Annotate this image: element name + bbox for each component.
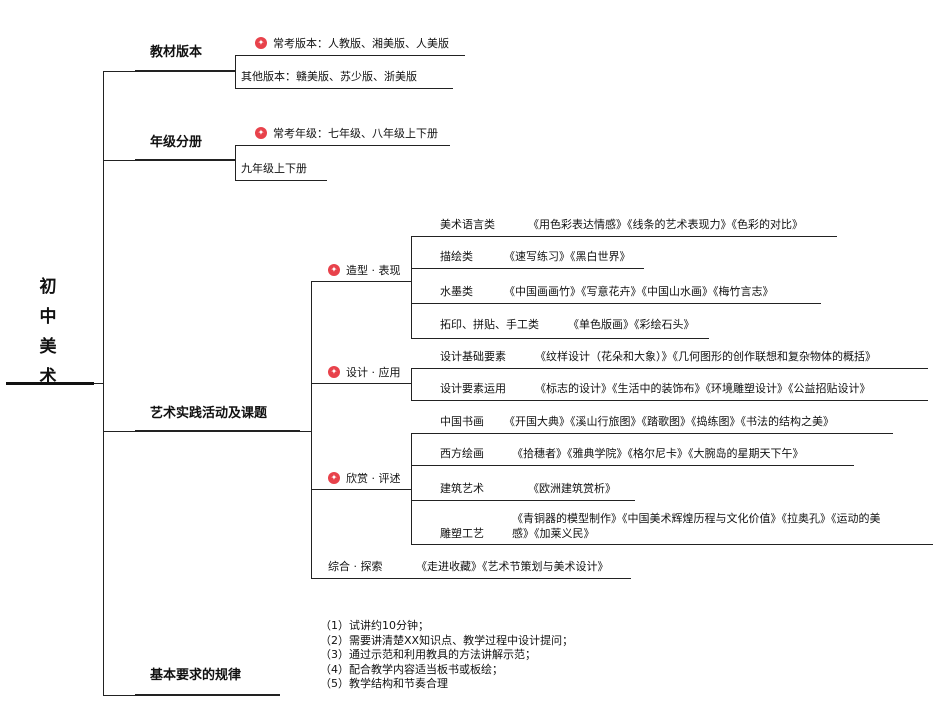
branch-practice-title: 艺术实践活动及课题 (150, 406, 268, 421)
shaping-item-1-line (411, 236, 837, 237)
main-spine (103, 71, 104, 695)
root-connector (94, 383, 104, 384)
grade-other-text: 九年级上下册 (241, 162, 307, 175)
branch-practice-connector (103, 431, 135, 432)
shaping-item-4-label: 拓印、拼贴、手工类 (440, 318, 539, 331)
requirement-item: （4）配合教学内容适当板书或板绘； (320, 662, 503, 676)
design-item-1-line (411, 368, 928, 369)
appreciation-fork (411, 433, 412, 544)
appreciation-item-2-label: 西方绘画 (440, 447, 484, 460)
branch-textbook-connector (103, 71, 135, 72)
appreciation-item-3-content: 《欧洲建筑赏析》 (528, 482, 616, 495)
appreciation-item-4-content-line2: 感》《加莱义民》 (512, 527, 595, 540)
shaping-item-4-content: 《单色版画》《彩绘石头》 (568, 318, 695, 331)
star-badge-icon: ✦ (328, 472, 340, 484)
root-char-2: 中 (39, 307, 57, 327)
shaping-item-2-content: 《速写练习》《黑白世界》 (504, 250, 631, 263)
branch-requirements-title: 基本要求的规律 (150, 668, 242, 683)
branch-textbook-fork (235, 55, 236, 88)
shaping-item-3-label: 水墨类 (440, 285, 473, 298)
branch-requirements-underline (135, 694, 280, 696)
grade-common-line (235, 145, 450, 146)
shaping-item-1-content: 《用色彩表达情感》《线条的艺术表现力》《色彩的对比》 (528, 218, 803, 231)
design-fork (411, 368, 412, 400)
appreciation-item-4-content: 《青铜器的模型制作》《中国美术辉煌历程与文化价值》《拉奥孔》《运动的美 (512, 512, 881, 525)
shaping-item-2-label: 描绘类 (440, 250, 473, 263)
shaping-line (311, 281, 411, 282)
requirement-item: （1）试讲约10分钟； (320, 619, 429, 632)
design-item-2-label: 设计要素运用 (440, 382, 506, 395)
shaping-title: 造型 · 表现 (346, 264, 401, 277)
comprehensive-content: 《走进收藏》《艺术节策划与美术设计》 (416, 560, 609, 573)
comprehensive-title: 综合 · 探索 (328, 560, 383, 573)
root-underline (6, 382, 94, 385)
appreciation-item-1-label: 中国书画 (440, 415, 484, 428)
root-char-1: 初 (39, 277, 57, 297)
appreciation-item-3-label: 建筑艺术 (440, 482, 484, 495)
design-item-2-line (411, 400, 928, 401)
branch-practice-fork (311, 281, 312, 578)
star-badge-icon: ✦ (255, 127, 267, 139)
appreciation-item-1-line (411, 433, 893, 434)
textbook-other-line (235, 88, 453, 89)
requirement-item: （3）通过示范和利用教具的方法讲解示范； (320, 648, 536, 661)
star-badge-icon: ✦ (328, 264, 340, 276)
branch-grade-connector (103, 160, 135, 161)
appreciation-item-1-content: 《开国大典》《溪山行旅图》《踏歌图》《捣练图》《书法的结构之美》 (504, 415, 834, 428)
appreciation-item-2-content: 《拾穗者》《雅典学院》《格尔尼卡》《大腕岛的星期天下午》 (512, 447, 804, 460)
textbook-other-text: 其他版本：赣美版、苏少版、浙美版 (241, 70, 417, 83)
design-item-1-label: 设计基础要素 (440, 350, 506, 363)
design-line (311, 383, 411, 384)
star-badge-icon: ✦ (255, 37, 267, 49)
branch-practice-underline (135, 430, 300, 432)
shaping-item-4-line (411, 338, 709, 339)
appreciation-item-3-line (411, 500, 635, 501)
appreciation-item-4-label: 雕塑工艺 (440, 527, 484, 540)
design-item-2-content: 《标志的设计》《生活中的装饰布》《环境雕塑设计》《公益招贴设计》 (535, 382, 871, 395)
branch-textbook-title: 教材版本 (150, 45, 203, 60)
appreciation-title: 欣赏 · 评述 (346, 472, 401, 485)
appreciation-item-4-line (411, 544, 933, 545)
branch-requirements-connector (103, 695, 135, 696)
requirement-item: （5）教学结构和节奏合理 (320, 677, 448, 690)
requirements-list: （1）试讲约10分钟； （2）需要讲清楚XX知识点、教学过程中设计提问； （3）… (320, 619, 573, 692)
practice-connector (300, 431, 311, 432)
appreciation-item-2-line (411, 465, 854, 466)
root-char-4: 术 (39, 367, 57, 387)
shaping-fork (411, 236, 412, 338)
shaping-item-1-label: 美术语言类 (440, 218, 495, 231)
textbook-common-line (235, 55, 465, 56)
branch-grade-title: 年级分册 (150, 135, 203, 150)
branch-textbook-underline (135, 70, 235, 72)
shaping-item-3-content: 《中国画画竹》《写意花卉》《中国山水画》《梅竹言志》 (504, 285, 774, 298)
star-badge-icon: ✦ (328, 366, 340, 378)
design-item-1-content: 《纹样设计（花朵和大象）》《几何图形的创作联想和复杂物体的概括》 (535, 350, 876, 363)
shaping-item-2-line (411, 268, 644, 269)
appreciation-line (311, 489, 411, 490)
grade-other-line (235, 180, 327, 181)
comprehensive-line (311, 578, 631, 579)
shaping-item-3-line (411, 303, 821, 304)
branch-grade-fork (235, 145, 236, 180)
requirement-item: （2）需要讲清楚XX知识点、教学过程中设计提问； (320, 633, 574, 647)
root-node: 初 中 美 术 (36, 272, 66, 392)
branch-grade-underline (135, 159, 235, 161)
design-title: 设计 · 应用 (346, 366, 401, 379)
grade-common-text: 常考年级：七年级、八年级上下册 (273, 127, 438, 140)
textbook-common-text: 常考版本：人教版、湘美版、人美版 (273, 37, 449, 50)
root-char-3: 美 (39, 337, 57, 357)
